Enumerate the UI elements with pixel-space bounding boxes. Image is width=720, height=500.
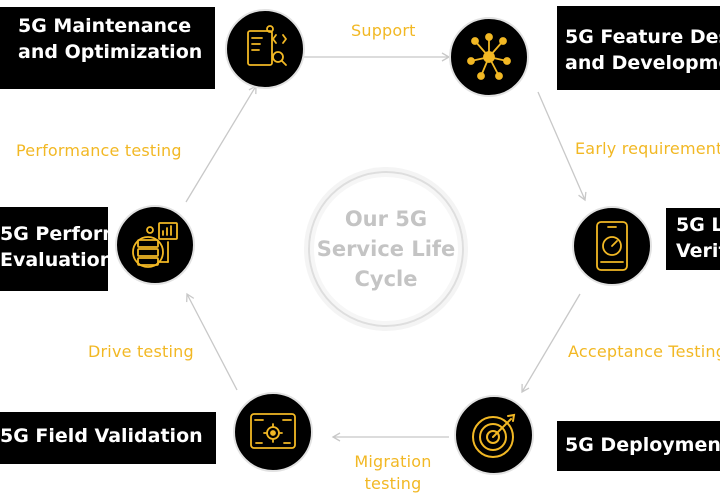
stage-label-deployment-line1: 5G Deployment <box>565 434 720 456</box>
center-title-line3: Cycle <box>354 267 418 291</box>
center-title: Our 5G Service Life Cycle <box>308 171 464 327</box>
code-search-icon <box>247 25 287 66</box>
edge-label-drive-testing: Drive testing <box>88 342 194 361</box>
stage-node-field-validation[interactable] <box>233 392 313 472</box>
edge-label-performance-testing: Performance testing <box>16 141 182 160</box>
stage-label-field-validation-line1: 5G Field Validation <box>0 425 203 447</box>
stage-label-feature-design-line1: 5G Feature Design <box>565 26 720 48</box>
stage-label-feature-design: 5G Feature Design and Development <box>557 6 720 90</box>
target-icon <box>472 413 516 458</box>
edge-label-migration-line1: Migration <box>354 452 432 471</box>
server-analytics-icon <box>132 222 178 268</box>
stage-label-performance-evaluation-line2: Evaluation <box>0 249 108 271</box>
stage-node-performance-evaluation[interactable] <box>115 205 195 285</box>
stage-label-field-validation: 5G Field Validation <box>0 412 216 464</box>
stage-label-performance-evaluation-line1: 5G Performance <box>0 223 108 245</box>
edge-label-early-requirements: Early requirements <box>575 139 720 158</box>
stage-label-maintenance-line2: and Optimization <box>18 41 203 63</box>
center-title-line1: Our 5G <box>344 207 428 231</box>
mobile-speed-icon <box>596 221 628 271</box>
edge-label-migration-testing: Migration testing <box>348 451 438 495</box>
stage-label-deployment: 5G Deployment <box>557 421 720 471</box>
stage-node-lab-verification[interactable] <box>572 206 652 286</box>
stage-label-lab-verification-line2: Verification <box>676 240 720 262</box>
stage-label-performance-evaluation: 5G Performance Evaluation <box>0 207 108 291</box>
stage-label-maintenance: 5G Maintenance and Optimization <box>0 7 215 89</box>
stage-node-feature-design[interactable] <box>449 17 529 97</box>
center-title-line2: Service Life <box>316 237 456 261</box>
dashboard-gear-icon <box>250 413 296 449</box>
network-hub-icon <box>467 33 511 80</box>
stage-label-maintenance-line1: 5G Maintenance <box>18 15 192 37</box>
stage-label-lab-verification-line1: 5G Lab <box>676 214 720 236</box>
connector-performance-testing <box>185 84 257 203</box>
stage-node-maintenance[interactable] <box>225 9 305 89</box>
edge-label-support: Support <box>351 21 416 40</box>
stage-label-lab-verification: 5G Lab Verification <box>666 208 720 270</box>
stage-label-feature-design-line2: and Development <box>565 52 720 74</box>
connector-early-requirements <box>537 91 587 202</box>
connector-acceptance-testing <box>521 293 581 394</box>
stage-node-deployment[interactable] <box>454 395 534 475</box>
edge-label-migration-line2: testing <box>364 474 422 493</box>
connector-drive-testing <box>186 292 238 391</box>
edge-label-acceptance-testing: Acceptance Testing <box>568 342 720 361</box>
